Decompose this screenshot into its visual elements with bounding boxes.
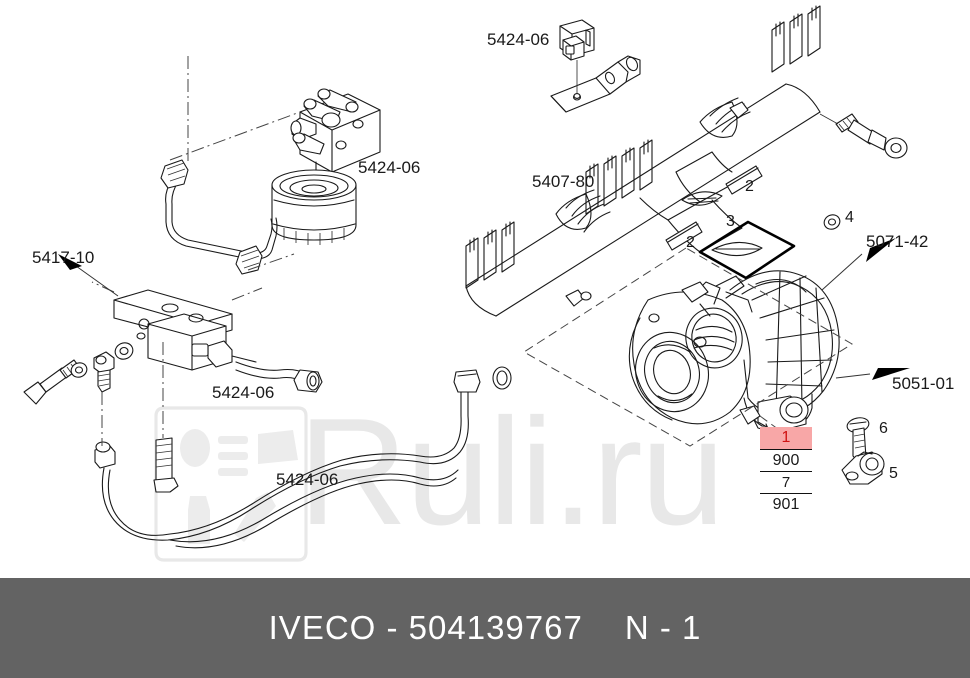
technical-drawing bbox=[23, 5, 910, 549]
group-label-5071-42: 5071-42 bbox=[866, 232, 929, 251]
arrow-head-icon bbox=[58, 254, 82, 270]
item-5-clamp-bracket bbox=[841, 451, 885, 485]
fastener-set-left bbox=[23, 342, 179, 493]
intake-pipe-manifold bbox=[465, 5, 821, 317]
oil-return-pipe-lower bbox=[101, 366, 512, 549]
footer-bar: IVECO - 504139767 N - 1 bbox=[0, 578, 970, 678]
group-label-5424-06-filter: 5424-06 bbox=[358, 158, 421, 177]
axis-line bbox=[231, 287, 263, 301]
clamp-bracket-assembly bbox=[550, 19, 641, 113]
arrow-head-icon bbox=[866, 238, 896, 262]
highlight-quantity-table[interactable]: 1 900 7 901 bbox=[760, 427, 812, 515]
qty-row-901: 901 bbox=[760, 493, 812, 515]
filter-head-block bbox=[290, 88, 381, 173]
selected-item-number[interactable]: 1 bbox=[760, 427, 812, 449]
turbocharger-assembly bbox=[628, 270, 840, 441]
qty-row-7: 7 bbox=[760, 471, 812, 493]
item-callout-3: 3 bbox=[726, 213, 735, 230]
oil-filter-canister bbox=[271, 169, 357, 245]
leader-line bbox=[75, 265, 119, 297]
arrow-head-icon bbox=[872, 368, 910, 380]
qty-row-900: 900 bbox=[760, 449, 812, 471]
leader-line bbox=[821, 253, 863, 291]
leader-line bbox=[835, 373, 871, 379]
selection-outline bbox=[523, 247, 853, 447]
axis-line bbox=[247, 253, 295, 271]
oil-feed-pipe-upper bbox=[160, 159, 278, 275]
group-label-5424-06-top: 5424-06 bbox=[487, 30, 550, 49]
bolt-nut-top-right bbox=[819, 113, 908, 159]
item-callout-5: 5 bbox=[889, 465, 898, 482]
footer-page-code: N - 1 bbox=[624, 609, 702, 646]
stud-fasteners bbox=[665, 165, 841, 251]
item-callout-4: 4 bbox=[845, 209, 854, 226]
item-callout-2-upper: 2 bbox=[745, 178, 754, 195]
group-label-5424-06-valve: 5424-06 bbox=[212, 383, 275, 402]
valve-block-assembly bbox=[113, 289, 323, 393]
group-label-5051-01: 5051-01 bbox=[892, 374, 955, 393]
footer-brand-part: IVECO - 504139767 bbox=[268, 609, 583, 646]
axis-line bbox=[169, 111, 301, 161]
item-callout-2-lower: 2 bbox=[686, 234, 695, 251]
group-label-5424-06-lower: 5424-06 bbox=[276, 470, 339, 489]
group-label-5417-10: 5417-10 bbox=[32, 248, 95, 267]
group-label-5407-80: 5407-80 bbox=[532, 172, 595, 191]
item-callout-6: 6 bbox=[879, 420, 888, 437]
